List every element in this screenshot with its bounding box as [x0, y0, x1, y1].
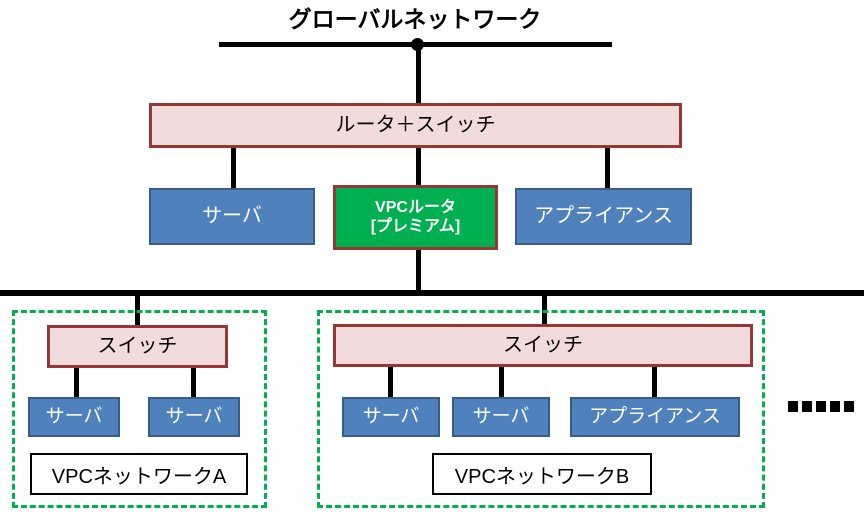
connector-router-to-appliance: [605, 148, 610, 188]
vpc-b-appliance-node: アプライアンス: [570, 397, 740, 437]
vpc-b-server-node-1: サーバ: [342, 397, 440, 437]
vpc-a-server-label-1: サーバ: [45, 406, 103, 428]
vpc-b-switch-label: スイッチ: [503, 334, 583, 356]
appliance-label: アプライアンス: [534, 205, 673, 227]
appliance-node-top: アプライアンス: [515, 188, 692, 245]
connector-vpc-router-to-backbone: [416, 250, 421, 292]
ellipsis-dot: [802, 401, 812, 412]
vpc-router-label-line1: VPCルータ: [375, 199, 456, 217]
connector-switch-b-to-server-1: [388, 367, 393, 397]
vpc-a-switch-node: スイッチ: [47, 325, 228, 368]
server-label: サーバ: [202, 205, 262, 227]
vpc-a-switch-label: スイッチ: [97, 335, 178, 357]
vpc-b-group: [317, 310, 765, 508]
vpc-b-server-node-2: サーバ: [452, 397, 550, 437]
vpc-a-server-label-2: サーバ: [165, 406, 223, 428]
vpc-router-node: VPCルータ [プレミアム]: [333, 185, 498, 250]
router-switch-label: ルータ＋スイッチ: [335, 114, 496, 136]
vpc-b-caption-box: VPCネットワークB: [432, 453, 652, 495]
server-node-top: サーバ: [149, 188, 315, 245]
vpc-a-server-node-1: サーバ: [28, 397, 120, 437]
vpc-b-appliance-label: アプライアンス: [589, 406, 721, 428]
vpc-router-label-line2: [プレミアム]: [370, 217, 461, 235]
ellipsis-dot: [788, 401, 798, 412]
connector-switch-b-to-server-2: [499, 367, 504, 397]
vpc-b-server-label-1: サーバ: [362, 406, 420, 428]
vpc-a-group: [12, 310, 267, 508]
more-networks-ellipsis-icon: [788, 401, 854, 412]
ellipsis-dot: [816, 401, 826, 412]
connector-backbone-to-router: [416, 44, 421, 105]
router-switch-node: ルータ＋スイッチ: [149, 103, 682, 148]
vpc-a-server-node-2: サーバ: [148, 397, 240, 437]
vpc-b-server-label-2: サーバ: [472, 406, 530, 428]
ellipsis-dot: [830, 401, 840, 412]
vpc-b-caption: VPCネットワークB: [454, 465, 630, 488]
vpc-a-caption-box: VPCネットワークA: [30, 453, 248, 495]
vpc-a-caption: VPCネットワークA: [51, 465, 227, 488]
connector-switch-a-to-server-2: [191, 368, 196, 397]
connector-router-to-server: [231, 148, 236, 188]
vpc-b-switch-node: スイッチ: [333, 324, 753, 367]
connector-switch-a-to-server-1: [74, 368, 79, 397]
ellipsis-dot: [844, 401, 854, 412]
connector-switch-b-to-appliance: [652, 367, 657, 397]
connector-router-to-vpc-router: [416, 148, 421, 185]
vpc-backbone-line: [0, 290, 864, 296]
global-network-title: グローバルネットワーク: [288, 6, 542, 32]
